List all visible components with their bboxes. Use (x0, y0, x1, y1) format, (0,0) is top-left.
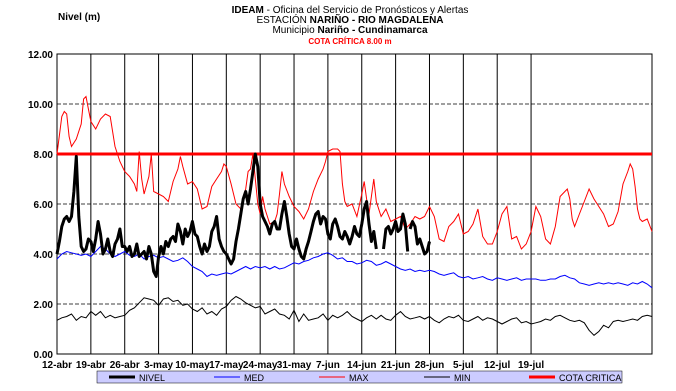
chart-header-line3: Municipio Nariño - Cundinamarca (200, 26, 500, 36)
y-tick-label: 0.00 (34, 350, 54, 361)
legend-label-nivel: NIVEL (139, 373, 165, 383)
municipality-prefix: Municipio (272, 25, 315, 36)
station-name: NARIÑO - RIO MAGDALENA (309, 15, 444, 26)
x-tick-label: 10-may (175, 360, 210, 371)
x-tick-label: 17-may (209, 360, 244, 371)
series-nivel-line (55, 152, 378, 278)
axes: 0.00 2.00 4.00 6.00 8.00 10.00 12.00 12-abr 19-a… (28, 50, 544, 371)
critical-level-title: COTA CRÍTICA 8.00 m (308, 37, 392, 46)
series-med-line (56, 245, 653, 289)
x-tick-label: 12-jul (484, 360, 510, 371)
series-nivel-line (382, 212, 410, 252)
x-tick-label: 14-jun (347, 360, 376, 371)
station-prefix: ESTACIÓN (256, 15, 307, 26)
y-tick-label: 10.00 (28, 100, 53, 111)
x-tick-label: 12-abr (42, 360, 72, 371)
x-tick-label: 3-may (144, 360, 173, 371)
series-min-line (56, 295, 653, 336)
series-nivel-line (408, 220, 431, 256)
org-name: IDEAM (231, 5, 264, 16)
legend-label-max: MAX (349, 373, 369, 383)
x-tick-label: 5-jul (453, 360, 474, 371)
x-tick-label: 31-may (277, 360, 312, 371)
x-tick-label: 28-jun (415, 360, 444, 371)
x-tick-label: 21-jun (381, 360, 410, 371)
x-tick-label: 19-abr (76, 360, 106, 371)
chart-header-line2: ESTACIÓN NARIÑO - RIO MAGDALENA (200, 16, 500, 26)
legend-box (96, 370, 623, 384)
y-tick-label: 8.00 (34, 150, 54, 161)
legend-label-cota-critica: COTA CRITICA (559, 373, 621, 383)
legend-label-min: MIN (454, 373, 471, 383)
x-tick-label: 26-abr (110, 360, 140, 371)
chart-header-line1: IDEAM - Oficina del Servicio de Pronósti… (200, 6, 500, 16)
y-tick-label: 12.00 (28, 50, 53, 61)
x-tick-label: 24-may (243, 360, 278, 371)
legend-label-med: MED (244, 373, 265, 383)
chart-header-line4: COTA CRÍTICA 8.00 m (200, 37, 500, 47)
grid (56, 53, 653, 355)
series (55, 95, 653, 336)
y-tick-label: 2.00 (34, 300, 54, 311)
legend: NIVEL MED MAX MIN COTA CRITICA (96, 370, 623, 384)
org-description: - Oficina del Servicio de Pronósticos y … (266, 5, 469, 16)
municipality-name: Nariño - Cundinamarca (317, 25, 428, 36)
x-tick-label: 7-jun (316, 360, 340, 371)
y-tick-label: 4.00 (34, 250, 54, 261)
y-axis-label: Nivel (m) (58, 12, 101, 23)
series-max-line (56, 95, 653, 250)
x-tick-label: 19-jul (518, 360, 544, 371)
y-tick-label: 6.00 (34, 200, 54, 211)
